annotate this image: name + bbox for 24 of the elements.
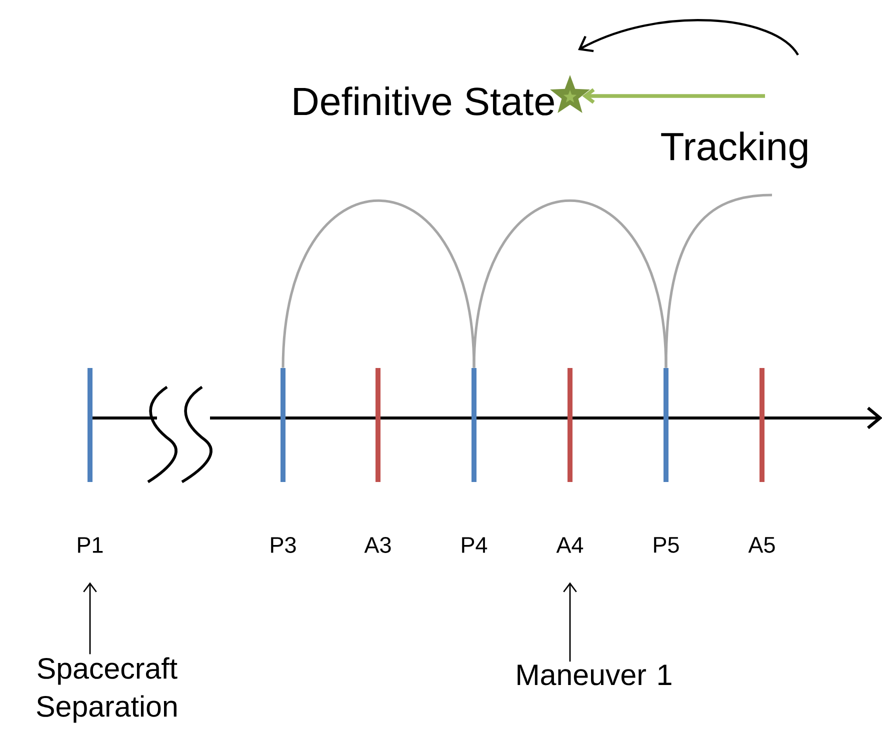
tick-mark bbox=[760, 368, 764, 482]
event-label: Maneuver 1 bbox=[518, 664, 672, 686]
tick-label: P3 bbox=[271, 537, 296, 553]
pointer-arrow bbox=[563, 582, 577, 662]
tick-mark bbox=[664, 368, 668, 482]
tick-label: A5 bbox=[748, 537, 775, 553]
tick-label: A4 bbox=[556, 537, 584, 553]
tick-label: P4 bbox=[462, 537, 488, 553]
tick-mark bbox=[280, 368, 286, 482]
edge-label: Tracking bbox=[658, 130, 812, 170]
tick-mark bbox=[376, 368, 380, 482]
arc-line bbox=[282, 200, 476, 368]
tick-label: A3 bbox=[364, 537, 391, 553]
tick-label: P5 bbox=[654, 537, 679, 553]
arc-line bbox=[472, 200, 668, 368]
tick-label: P1 bbox=[78, 537, 103, 553]
event-label: Spacecraft Separation bbox=[36, 657, 178, 723]
star-label: Definitive State bbox=[294, 86, 554, 116]
pointer-arrow bbox=[83, 582, 97, 654]
arc-line bbox=[664, 194, 772, 368]
tick-mark bbox=[568, 368, 572, 482]
tick-mark bbox=[472, 368, 476, 482]
tracking-arrow bbox=[582, 88, 765, 104]
tick-mark bbox=[88, 368, 92, 482]
